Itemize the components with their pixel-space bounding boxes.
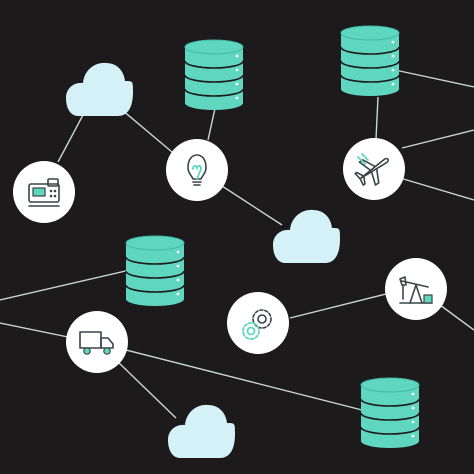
database-a — [184, 39, 244, 110]
oil-pump-icon — [399, 276, 433, 304]
database-divider — [360, 398, 420, 407]
cloud-icon — [168, 404, 235, 458]
database-led — [411, 434, 415, 438]
database-body — [341, 33, 399, 96]
database-led — [391, 68, 395, 72]
database-led — [391, 54, 395, 58]
database-led — [411, 392, 415, 396]
device-lightbulb — [166, 139, 228, 201]
link-airplane-offscreen-2 — [399, 177, 474, 201]
database-divider — [125, 284, 185, 293]
database-body — [185, 47, 243, 110]
database-divider — [184, 60, 244, 69]
payment-terminal-icon — [28, 178, 60, 207]
link-truck-database-d — [125, 349, 363, 411]
database-led — [235, 54, 239, 58]
cloud-b — [273, 209, 340, 263]
database-body — [126, 243, 184, 306]
link-cloud-a-lightbulb — [121, 109, 173, 153]
node-circle — [343, 138, 405, 200]
database-led — [391, 82, 395, 86]
database-b — [340, 25, 400, 96]
database-led — [176, 250, 180, 254]
database-divider — [340, 74, 400, 83]
cloud-a — [66, 62, 133, 116]
database-top — [125, 235, 185, 251]
link-database-b-offscreen — [394, 69, 474, 88]
lightbulb-icon — [187, 154, 207, 186]
database-icon — [360, 377, 420, 448]
link-oil-pump-gears — [289, 293, 387, 319]
database-led — [235, 68, 239, 72]
database-icon — [340, 25, 400, 96]
database-divider — [360, 412, 420, 421]
database-divider — [360, 426, 420, 435]
link-database-b-airplane — [375, 96, 379, 140]
truck-icon — [79, 331, 114, 355]
database-led — [235, 82, 239, 86]
database-top — [184, 39, 244, 55]
node-circle — [66, 311, 128, 373]
cloud-c — [168, 404, 235, 458]
database-led — [176, 292, 180, 296]
database-top — [340, 25, 400, 41]
device-airplane — [343, 138, 405, 200]
database-led — [391, 40, 395, 44]
database-divider — [184, 88, 244, 97]
database-divider — [125, 270, 185, 279]
database-led — [235, 96, 239, 100]
database-divider — [340, 46, 400, 55]
database-icon — [125, 235, 185, 306]
gears-icon — [242, 309, 272, 340]
database-led — [176, 264, 180, 268]
database-icon — [184, 39, 244, 110]
database-divider — [340, 60, 400, 69]
database-top — [360, 377, 420, 393]
database-divider — [125, 256, 185, 265]
cloud-icon — [273, 209, 340, 263]
link-lightbulb-database-a — [207, 103, 217, 141]
database-led — [176, 278, 180, 282]
link-truck-cloud-c — [117, 361, 177, 419]
link-lightbulb-cloud-b — [221, 185, 283, 226]
device-gears — [227, 292, 289, 354]
device-payment-terminal — [13, 161, 75, 223]
link-cloud-a-payment-terminal — [57, 114, 84, 163]
database-c — [125, 235, 185, 306]
device-truck — [66, 311, 128, 373]
database-led — [411, 420, 415, 424]
database-divider — [184, 74, 244, 83]
database-led — [411, 406, 415, 410]
database-body — [361, 385, 419, 448]
link-database-c-offscreen-2 — [0, 322, 69, 338]
database-d — [360, 377, 420, 448]
node-circle — [385, 258, 447, 320]
link-database-c-offscreen-1 — [0, 269, 131, 301]
link-airplane-offscreen-1 — [401, 129, 474, 149]
node-circle — [227, 292, 289, 354]
link-layer — [0, 69, 474, 419]
cloud-icon — [66, 62, 133, 116]
link-oil-pump-offscreen — [439, 304, 474, 331]
device-oil-pump — [385, 258, 447, 320]
